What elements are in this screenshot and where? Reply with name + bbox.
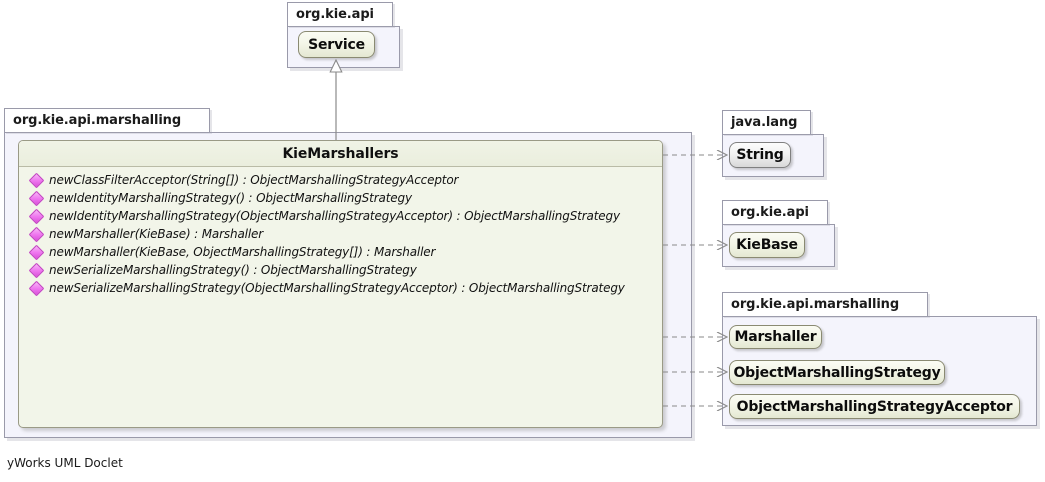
classbox-kiemarshallers[interactable]: KieMarshallers newClassFilterAcceptor(St… (18, 140, 663, 428)
node-marshaller[interactable]: Marshaller (729, 325, 822, 349)
static-method-icon (28, 280, 45, 296)
node-label-objectmarshallingstrategyacceptor: ObjectMarshallingStrategyAcceptor (736, 398, 1013, 415)
static-method-icon (28, 172, 45, 188)
classbox-header-kiemarshallers: KieMarshallers (19, 141, 662, 167)
node-string[interactable]: String (729, 142, 791, 168)
node-label-marshaller: Marshaller (734, 329, 817, 345)
node-objectmarshallingstrategyacceptor[interactable]: ObjectMarshallingStrategyAcceptor (729, 394, 1020, 419)
node-label-kiebase: KieBase (736, 237, 798, 253)
node-label-objectmarshallingstrategy: ObjectMarshallingStrategy (733, 364, 941, 381)
member-signature: newMarshaller(KieBase) : Marshaller (49, 227, 264, 241)
member-row[interactable]: newSerializeMarshallingStrategy(ObjectMa… (19, 279, 662, 297)
member-signature: newIdentityMarshallingStrategy(ObjectMar… (49, 209, 620, 223)
member-row[interactable]: newClassFilterAcceptor(String[]) : Objec… (19, 171, 662, 189)
static-method-icon (28, 208, 45, 224)
node-kiebase[interactable]: KieBase (729, 232, 805, 258)
node-label-string: String (736, 147, 784, 163)
static-method-icon (28, 244, 45, 260)
member-signature: newIdentityMarshallingStrategy() : Objec… (49, 191, 412, 205)
static-method-icon (28, 262, 45, 278)
package-tab-org-kie-api-top: org.kie.api (287, 2, 393, 26)
package-name-label: org.kie.api (296, 7, 374, 22)
package-name-label: org.kie.api.marshalling (13, 113, 182, 128)
node-objectmarshallingstrategy[interactable]: ObjectMarshallingStrategy (729, 360, 945, 385)
member-row[interactable]: newIdentityMarshallingStrategy() : Objec… (19, 189, 662, 207)
package-tab-org-kie-api-marshalling-main: org.kie.api.marshalling (4, 108, 210, 132)
member-signature: newClassFilterAcceptor(String[]) : Objec… (49, 173, 459, 187)
member-signature: newMarshaller(KieBase, ObjectMarshalling… (49, 245, 436, 259)
package-name-label: org.kie.api (731, 205, 809, 220)
node-label-service: Service (308, 36, 365, 53)
package-tab-org-kie-api-right: org.kie.api (722, 200, 828, 224)
node-service[interactable]: Service (298, 31, 375, 58)
member-row[interactable]: newSerializeMarshallingStrategy() : Obje… (19, 261, 662, 279)
package-tab-org-kie-api-marshalling-right: org.kie.api.marshalling (722, 292, 928, 316)
member-row[interactable]: newMarshaller(KieBase, ObjectMarshalling… (19, 243, 662, 261)
member-signature: newSerializeMarshallingStrategy() : Obje… (49, 263, 417, 277)
static-method-icon (28, 190, 45, 206)
doclet-footer-label: yWorks UML Doclet (7, 456, 123, 470)
member-signature: newSerializeMarshallingStrategy(ObjectMa… (49, 281, 625, 295)
static-method-icon (28, 226, 45, 242)
member-row[interactable]: newIdentityMarshallingStrategy(ObjectMar… (19, 207, 662, 225)
package-tab-java-lang: java.lang (722, 110, 811, 134)
classbox-title: KieMarshallers (282, 145, 399, 162)
package-name-label: org.kie.api.marshalling (731, 297, 900, 312)
package-name-label: java.lang (731, 115, 798, 130)
member-row[interactable]: newMarshaller(KieBase) : Marshaller (19, 225, 662, 243)
classbox-member-list: newClassFilterAcceptor(String[]) : Objec… (19, 167, 662, 297)
